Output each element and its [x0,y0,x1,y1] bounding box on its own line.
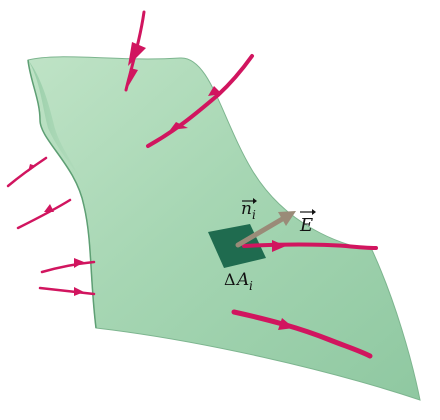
field-line-bottom [231,309,373,359]
arrowhead-middle [272,240,286,252]
label-field-vector-symbol: E [299,215,313,236]
label-normal-vector: n i [241,198,257,222]
field-arrowheads [28,42,294,330]
label-field-vector: E [299,209,316,236]
normal-vector-shaft [235,215,287,248]
normal-vector-arrow [235,211,296,248]
arrowhead-bottom [278,318,294,330]
surface-body [27,56,421,401]
arrowhead-upper-right-2 [208,86,222,96]
arrowhead-left-1 [28,164,36,172]
label-field-vector-arrow-tip [312,209,316,215]
surface-fold-shadow [28,60,92,205]
arrowhead-top-1 [128,42,146,66]
arrowhead-left-2 [44,204,54,212]
arrowhead-left-4 [74,287,84,296]
label-area-element-subscript: i [249,279,253,293]
arrowhead-upper-right-1 [170,122,188,130]
normal-vector-head [278,211,296,226]
label-area-element: Δ A i [224,270,253,293]
label-normal-vector-arrow-tip [253,198,257,204]
arrowhead-left-3 [74,258,84,268]
label-normal-vector-subscript: i [252,208,256,222]
label-normal-vector-symbol: n [241,199,252,219]
label-area-element-prefix: Δ [224,270,236,289]
field-line-upper-right [146,54,254,148]
field-line-left-2 [16,198,72,230]
field-line-left-1 [6,156,48,188]
field-line-left-4 [38,286,96,296]
label-area-element-symbol: A [235,270,249,290]
field-line-left-3 [40,260,96,274]
arrowhead-top-2 [126,68,138,90]
surface-left-edge [27,59,97,329]
surface-sheet [27,56,421,401]
